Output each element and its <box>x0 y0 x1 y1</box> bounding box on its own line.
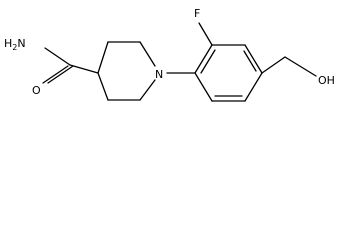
bond-lines <box>42 22 317 102</box>
bond-pip-4 <box>139 79 156 101</box>
label-amide-nitrogen: H2N <box>4 37 26 52</box>
label-carbonyl-oxygen: O <box>32 84 41 97</box>
label-fluorine: F <box>194 7 200 20</box>
bond-pip-3 <box>139 41 156 67</box>
chemical-structure-diagram: H2N O N F OH <box>4 7 335 102</box>
bond-benz-4 <box>244 72 263 102</box>
bond-pip-1 <box>97 41 109 74</box>
bond-pip-6 <box>97 72 109 101</box>
bond-c-ch2 <box>261 56 286 74</box>
bond-benz-6 <box>194 72 213 102</box>
bond-c-f <box>198 22 213 46</box>
bond-amide-n-c <box>44 47 71 66</box>
bond-carbonyl-1 <box>42 65 69 84</box>
label-ring-nitrogen: N <box>155 68 163 81</box>
bond-benz-1 <box>194 44 213 74</box>
label-hydroxyl: OH <box>318 74 335 87</box>
bond-benz-inner-2 <box>243 50 257 72</box>
bond-benz-3 <box>244 44 263 74</box>
bond-amide-ring <box>69 64 99 74</box>
bond-benz-inner-1 <box>200 49 216 74</box>
bond-ch2-oh <box>284 56 317 77</box>
bond-carbonyl-2 <box>47 65 74 84</box>
atom-labels: H2N O N F OH <box>4 7 335 97</box>
